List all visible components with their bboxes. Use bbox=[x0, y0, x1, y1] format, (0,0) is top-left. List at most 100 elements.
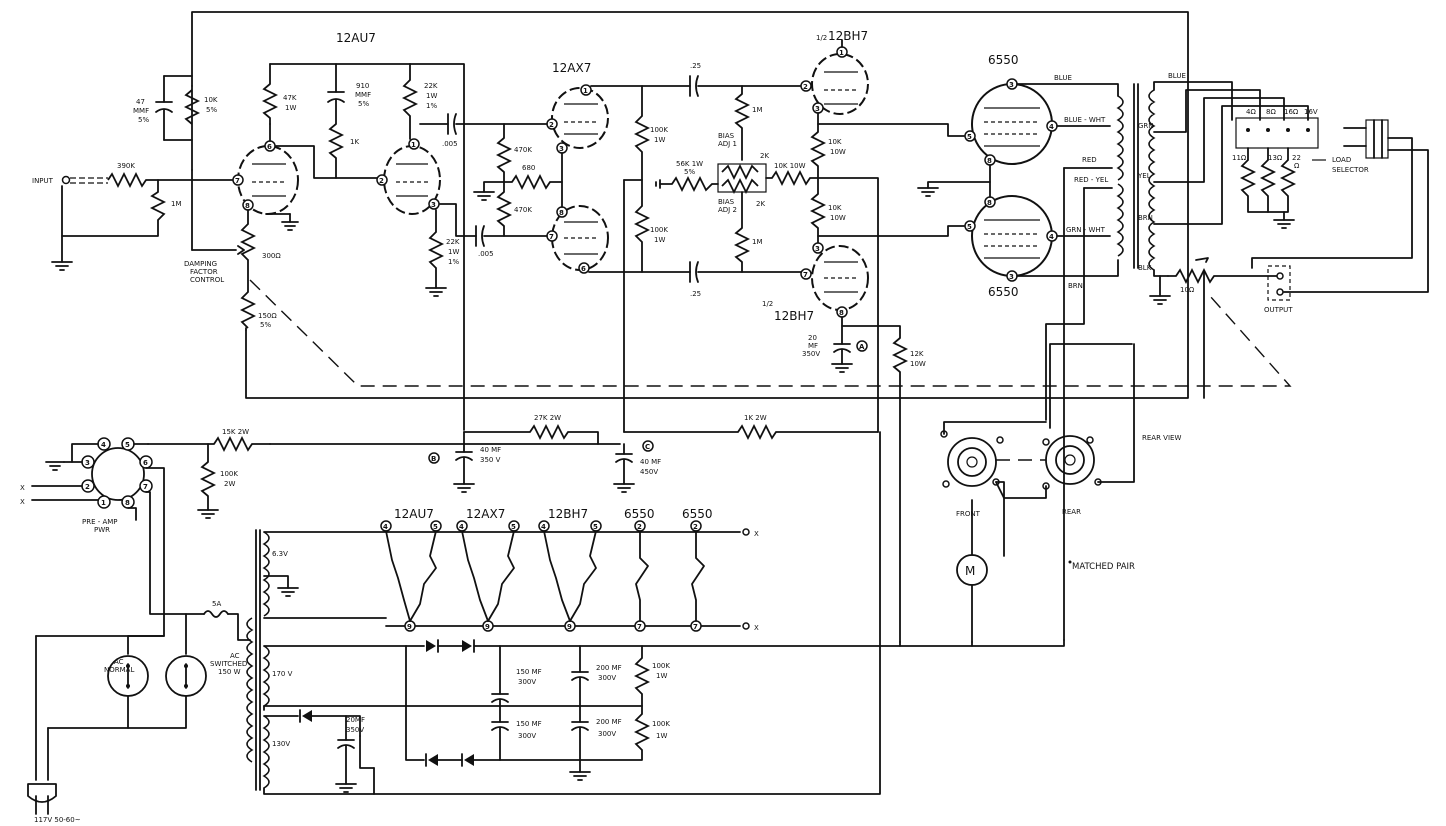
svg-text:3: 3 bbox=[1009, 273, 1014, 281]
svg-text:3: 3 bbox=[815, 245, 820, 253]
svg-text:5: 5 bbox=[433, 523, 438, 531]
control-label: CONTROL bbox=[190, 276, 224, 284]
diode-icon bbox=[425, 753, 438, 767]
r-100k3a-w: 1W bbox=[656, 672, 667, 680]
bias-adj-pot-1[interactable] bbox=[721, 163, 759, 181]
heater-tube-3: 12BH7 bbox=[548, 507, 588, 521]
wire-blk: BLK bbox=[1138, 264, 1152, 272]
output-label: OUTPUT bbox=[1264, 306, 1293, 314]
meter-switch[interactable]: REAR VIEW FRONT REAR bbox=[940, 343, 1181, 557]
mark-a: A bbox=[859, 343, 865, 351]
preamp-power-socket[interactable]: 4 5 3 6 2 7 1 8 X X PRE - AMP PWR bbox=[20, 437, 187, 655]
c-200b2-label: 300V bbox=[598, 730, 616, 738]
c-40a2-label: 350 V bbox=[480, 456, 501, 464]
svg-text:2: 2 bbox=[549, 121, 554, 129]
r-1m-in-label: 1M bbox=[171, 200, 182, 208]
svg-text:8: 8 bbox=[987, 157, 992, 165]
c-47-label: 47 bbox=[136, 98, 145, 106]
r-1k-label: 1K bbox=[350, 138, 359, 146]
ground-symbol bbox=[917, 187, 939, 197]
resistor-12k bbox=[891, 337, 909, 373]
c-200a1-label: 200 MF bbox=[596, 664, 622, 672]
wire-brn2: BRN bbox=[1138, 214, 1153, 222]
output-transformer: BLUE GRN YEL BRN BLK bbox=[1116, 72, 1309, 305]
svg-text:4: 4 bbox=[541, 523, 546, 531]
output-terminals: 10Ω OUTPUT bbox=[1167, 257, 1293, 399]
resistor-10-ohm-output[interactable] bbox=[1175, 267, 1215, 285]
resistor-100k-bleeder-lower bbox=[633, 713, 651, 751]
resistor-22k-upper bbox=[401, 79, 419, 117]
output-terminal-hot[interactable] bbox=[1276, 272, 1284, 280]
factor-label: FACTOR bbox=[190, 268, 218, 276]
c-40b1-label: 40 MF bbox=[640, 458, 661, 466]
ac-sw-1: AC bbox=[230, 652, 240, 660]
ground-symbol bbox=[197, 509, 219, 519]
ac-sw-2: SWITCHED bbox=[210, 660, 247, 668]
resistor-15k-2w bbox=[213, 435, 253, 453]
c-910-tol: 5% bbox=[358, 100, 369, 108]
resistor-56k bbox=[671, 175, 713, 193]
dashed-link-damping bbox=[249, 279, 1292, 387]
c-20b-label: MF bbox=[808, 342, 818, 350]
svg-text:8: 8 bbox=[245, 202, 250, 210]
tube-v2-12ax7: 12AX7 1 2 3 8 7 6 470K 680 470K bbox=[455, 61, 691, 433]
svg-text:6: 6 bbox=[267, 143, 272, 151]
resistor-10k-10w-horiz bbox=[771, 169, 811, 187]
svg-text:3: 3 bbox=[559, 145, 564, 153]
load-selector-plug[interactable] bbox=[1251, 119, 1429, 293]
r-10k10b-label: 10K bbox=[828, 204, 842, 212]
tube-pair-6550: 6550 3 5 4 8 8 5 4 3 6550 BLUE BLUE - WH… bbox=[917, 53, 1133, 641]
r-100kb-w: 1W bbox=[654, 236, 665, 244]
ground-symbol bbox=[831, 363, 853, 373]
svg-text:2: 2 bbox=[85, 483, 90, 491]
tube-v1b-12au7: 1 2 3 22K 1W 1% .005 22K 1W 1% .005 bbox=[376, 63, 494, 431]
r-22k2-w: 1W bbox=[448, 248, 459, 256]
input-label: INPUT bbox=[32, 177, 54, 185]
r-680-label: 680 bbox=[522, 164, 535, 172]
ground-symbol bbox=[281, 221, 299, 231]
ground-symbol bbox=[45, 461, 65, 471]
r-12k-w: 10W bbox=[910, 360, 926, 368]
v4-label: 6550 bbox=[988, 53, 1019, 67]
v2-label: 12AX7 bbox=[552, 61, 591, 75]
wire-grn-wht: GRN - WHT bbox=[1066, 226, 1106, 234]
c-25b-label: .25 bbox=[690, 290, 701, 298]
mains-plug-icon bbox=[27, 783, 57, 815]
damping-factor-pot[interactable] bbox=[239, 223, 257, 261]
bias-adj-pot-2[interactable] bbox=[721, 177, 759, 195]
r-56k-label: 56K 1W bbox=[676, 160, 703, 168]
r-470a-label: 470K bbox=[514, 146, 532, 154]
svg-text:5: 5 bbox=[125, 441, 130, 449]
svg-text:3: 3 bbox=[85, 459, 90, 467]
resistor-10k-10w-lower bbox=[809, 193, 827, 229]
v63-label: 6.3V bbox=[272, 550, 288, 558]
rear-view-label: REAR VIEW bbox=[1142, 434, 1181, 442]
svg-text:8: 8 bbox=[987, 199, 992, 207]
svg-text:2: 2 bbox=[637, 523, 642, 531]
v130-label: 130V bbox=[272, 740, 290, 748]
x-heater-bot: X bbox=[754, 624, 759, 632]
ac-sw-3: 150 W bbox=[218, 668, 241, 676]
preamp-label-1: PRE - AMP bbox=[82, 518, 118, 526]
tube-v3-12bh7: 1/2 12BH7 1 2 3 10K 10W 10K 10W 3 7 8 1/… bbox=[762, 29, 965, 643]
svg-text:7: 7 bbox=[549, 233, 554, 241]
r-13-label: 13Ω bbox=[1268, 154, 1283, 162]
ground-symbol bbox=[51, 261, 73, 271]
svg-text:2: 2 bbox=[693, 523, 698, 531]
svg-text:1: 1 bbox=[411, 141, 416, 149]
resistor-27k-2w bbox=[529, 423, 569, 441]
input-jack[interactable] bbox=[61, 175, 71, 185]
v3-top-frac: 1/2 bbox=[816, 34, 827, 42]
svg-text:5: 5 bbox=[593, 523, 598, 531]
resistor-150-ohm bbox=[239, 291, 257, 329]
r-47k-w: 1W bbox=[285, 104, 296, 112]
c-40a1-label: 40 MF bbox=[480, 446, 501, 454]
r-100ka-w: 1W bbox=[654, 136, 665, 144]
output-terminal-common[interactable] bbox=[1276, 288, 1284, 296]
top-bus-wiring bbox=[163, 11, 1189, 399]
matched-pair-label: MATCHED PAIR bbox=[1072, 562, 1135, 572]
resistor-10k-10w-upper bbox=[809, 131, 827, 167]
load-selector[interactable]: 4Ω 8Ω 16Ω 16V 11Ω 13Ω 22 Ω LOAD SELECTOR bbox=[1232, 108, 1429, 293]
svg-text:4: 4 bbox=[383, 523, 388, 531]
r-47k-label: 47K bbox=[283, 94, 297, 102]
